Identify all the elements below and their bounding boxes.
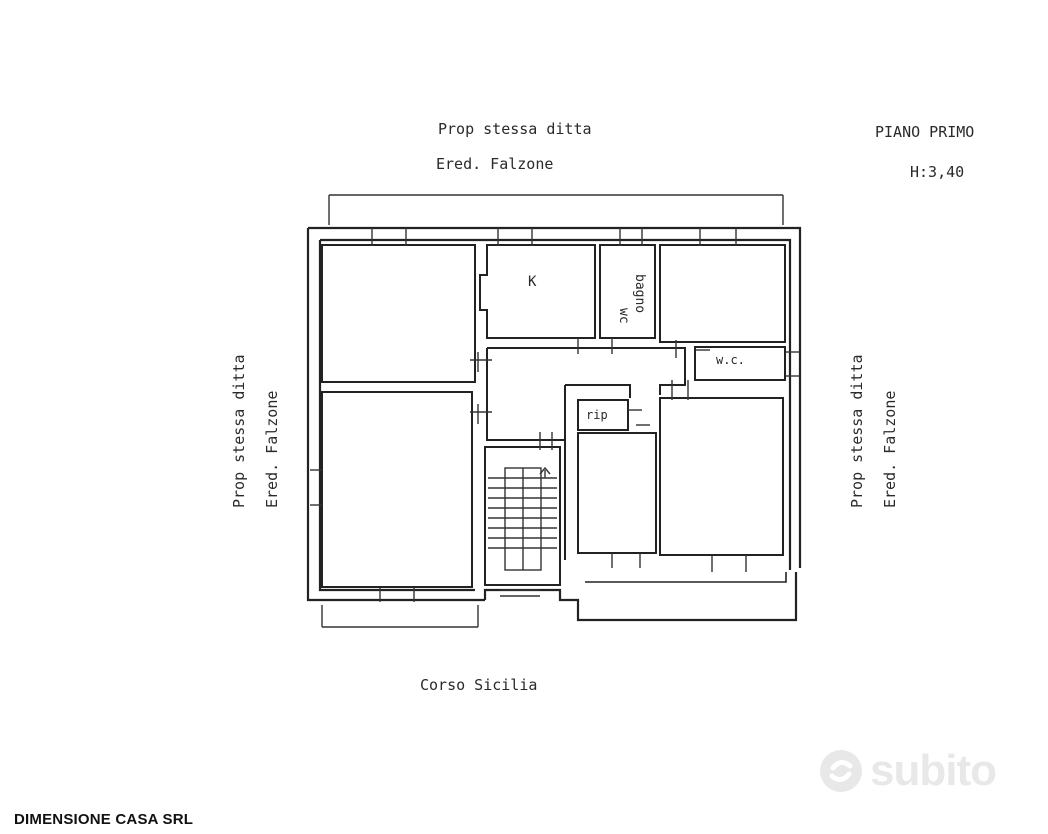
- door-marks: [470, 338, 710, 450]
- room-top-left: [321, 244, 476, 383]
- label-right-owner: Prop stessa ditta: [848, 354, 866, 508]
- window-marks: [310, 228, 800, 602]
- label-right-heirs: Ered. Falzone: [881, 391, 899, 508]
- label-wc-small: w.c.: [716, 353, 745, 367]
- label-left-owner: Prop stessa ditta: [230, 354, 248, 508]
- outer-walls: [306, 226, 802, 622]
- subito-logo-icon: [820, 750, 863, 792]
- corridor-walls: [486, 347, 686, 560]
- label-top-heirs: Ered. Falzone: [436, 155, 553, 173]
- room-wc-bagno: [599, 244, 656, 339]
- label-street: Corso Sicilia: [420, 676, 537, 694]
- staircase: [484, 446, 561, 586]
- watermark-text: subito: [870, 746, 997, 795]
- label-left-heirs: Ered. Falzone: [263, 391, 281, 508]
- label-floor-title: PIANO PRIMO: [875, 123, 974, 141]
- label-wc-bagno-line1: wc: [616, 308, 631, 324]
- label-rip: rip: [586, 408, 608, 422]
- room-kitchen: [479, 244, 596, 339]
- room-bottom-right: [659, 397, 784, 556]
- room-rip: [577, 399, 629, 431]
- room-wc-small: [694, 346, 786, 381]
- room-bottom-left: [321, 391, 473, 588]
- room-top-right: [659, 244, 786, 343]
- label-kitchen: K: [528, 274, 537, 290]
- label-top-owner: Prop stessa ditta: [438, 120, 592, 138]
- footer-company: DIMENSIONE CASA SRL: [14, 811, 194, 828]
- dimension-lines: [321, 194, 784, 628]
- label-wc-bagno-line2: bagno: [632, 274, 647, 313]
- room-middle-right: [577, 432, 657, 554]
- label-floor-height: H:3,40: [910, 163, 964, 181]
- watermark-logo: subito: [818, 746, 997, 796]
